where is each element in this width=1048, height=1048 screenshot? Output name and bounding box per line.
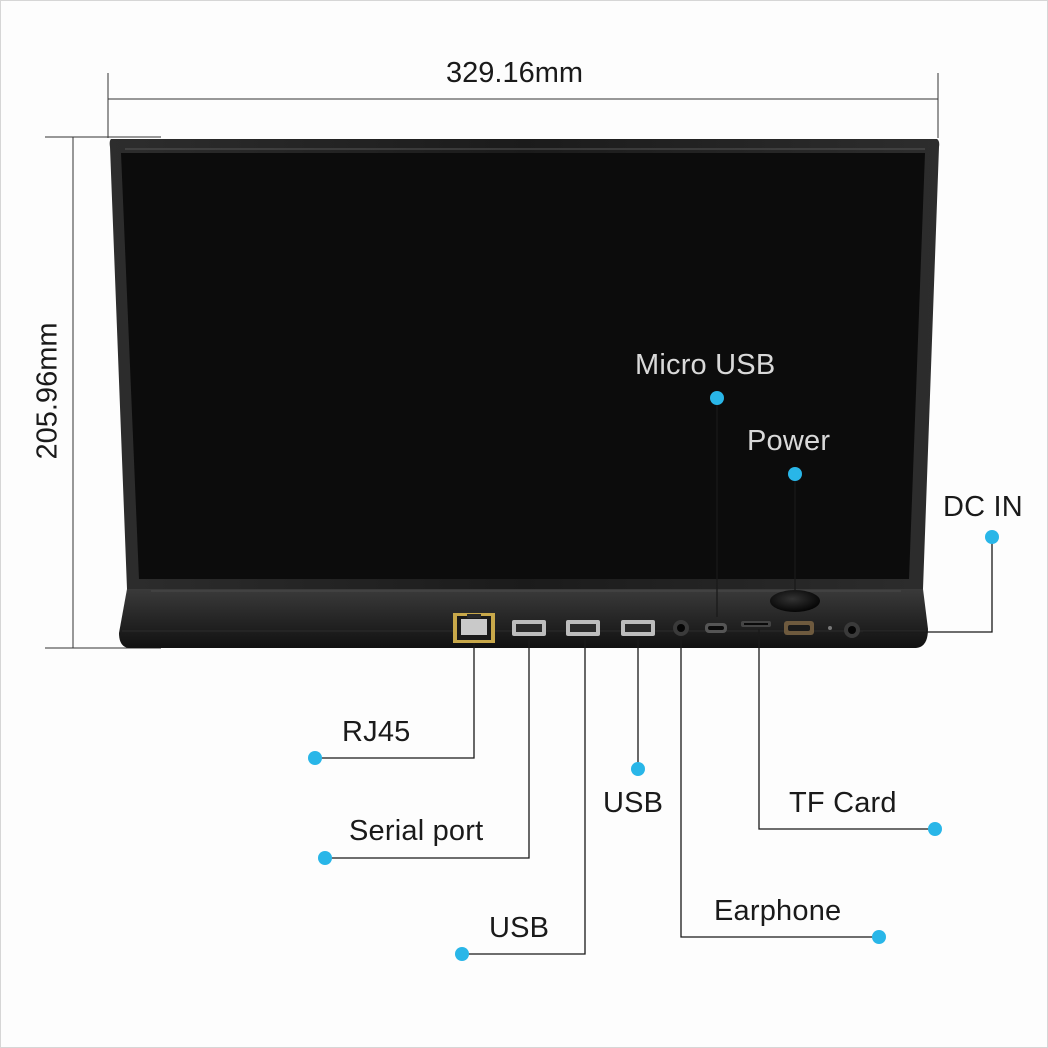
serial-port-icon	[512, 620, 546, 636]
usb-port-icon	[621, 620, 655, 636]
callout-dot	[788, 467, 802, 481]
tablet-back	[109, 139, 940, 648]
callout-label-power: Power	[747, 425, 831, 457]
rj45-port-icon	[453, 613, 495, 643]
callout-label-rj45: RJ45	[342, 716, 411, 748]
leader-dc-in	[863, 538, 993, 633]
power-button-icon	[770, 590, 820, 612]
callout-label-earphone: Earphone	[714, 895, 842, 927]
dc-in-jack-icon	[844, 622, 860, 638]
callout-dot	[631, 762, 645, 776]
usb-port-icon	[566, 620, 600, 636]
leader-serial-port	[325, 637, 530, 859]
callout-label-serial-port: Serial port	[349, 815, 484, 847]
callout-label-usb-right: USB	[603, 787, 664, 819]
width-dimension-label: 329.16mm	[446, 57, 584, 89]
indicator-led-icon	[828, 626, 832, 630]
callout-label-usb-left: USB	[489, 912, 550, 944]
leader-earphone	[680, 637, 879, 938]
earphone-jack-icon	[673, 620, 689, 636]
leader-usb-left	[463, 637, 586, 955]
width-dimension-lines	[107, 73, 939, 138]
callout-dot	[710, 391, 724, 405]
micro-usb-port-icon	[705, 623, 727, 633]
leader-tf-card	[758, 629, 934, 830]
leader-rj45	[315, 643, 475, 759]
callout-label-dc-in: DC IN	[943, 491, 1023, 523]
callout-dots	[308, 391, 999, 961]
hdmi-port-icon	[784, 621, 814, 635]
callout-dot	[308, 751, 322, 765]
height-dimension-label: 205.96mm	[31, 322, 64, 460]
callout-dot	[455, 947, 469, 961]
callout-dot	[318, 851, 332, 865]
callout-label-tf-card: TF Card	[789, 787, 897, 819]
callout-dot	[872, 930, 886, 944]
callout-dot	[985, 530, 999, 544]
callout-label-micro-usb: Micro USB	[635, 349, 776, 381]
ports	[453, 590, 860, 643]
callout-dot	[928, 822, 942, 836]
leader-lines	[315, 399, 993, 955]
tf-card-slot-icon	[741, 621, 771, 627]
